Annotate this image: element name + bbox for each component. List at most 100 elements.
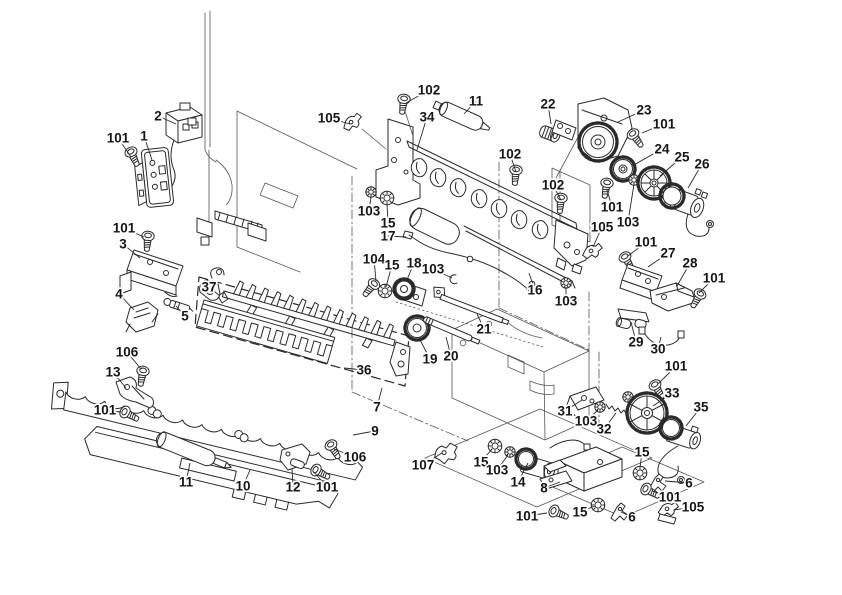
callout-number-37-35: 37	[201, 280, 216, 295]
callout-leader-101-58	[526, 512, 548, 517]
callout-number-101-21: 101	[703, 271, 726, 286]
callout-leader-7-40	[376, 387, 383, 408]
part-37-marker	[217, 291, 229, 304]
part-103-c-ring	[449, 274, 458, 285]
part-103-washer-14	[504, 446, 516, 458]
callout-leader-9-51	[352, 430, 376, 436]
callout-number-103-60: 103	[575, 414, 598, 429]
callout-leader-105-3	[328, 117, 351, 125]
callout-leader-103-24	[368, 196, 372, 212]
callout-number-106-52: 106	[344, 450, 367, 465]
callout-leader-11-6	[463, 100, 477, 115]
part-15-collar-sol-a	[632, 465, 648, 481]
callout-number-36-39: 36	[356, 363, 372, 378]
callout-number-103-32: 103	[555, 294, 578, 309]
callout-leader-101-22	[123, 227, 145, 238]
screw-101-j	[546, 502, 572, 524]
callout-number-106-44: 106	[116, 345, 139, 360]
callout-number-105-3: 105	[318, 111, 341, 126]
callout-number-101-22: 101	[113, 221, 136, 236]
callout-leader-106-44	[126, 351, 142, 370]
callout-leader-11-47	[185, 462, 191, 483]
zone-feed-clutch-group	[424, 408, 653, 508]
callout-number-2-2: 2	[154, 109, 162, 124]
callout-leader-18-29	[405, 262, 415, 283]
part-26-clutch-motor	[658, 182, 714, 237]
callout-leader-26-12	[687, 163, 703, 189]
callout-number-16-31: 16	[527, 283, 543, 298]
callout-number-27-19: 27	[660, 246, 675, 261]
callout-leader-101-66	[651, 490, 671, 498]
part-36-comb-plate	[196, 299, 336, 364]
callout-number-17-26: 17	[380, 229, 395, 244]
callout-leader-101-15	[606, 189, 613, 208]
callout-leader-101-0	[117, 137, 132, 158]
callout-leader-31-59	[564, 399, 583, 412]
callout-number-11-6: 11	[469, 94, 484, 109]
part-14-clutch-motor	[514, 439, 591, 479]
callout-leader-102-14	[552, 184, 562, 201]
callout-number-4-33: 4	[115, 287, 123, 302]
callout-leader-1-1	[143, 135, 153, 161]
screw-102-c	[552, 192, 569, 215]
callout-leader-23-8	[617, 109, 645, 123]
callout-number-15-54: 15	[473, 455, 489, 470]
callout-number-6-65: 6	[685, 476, 693, 491]
callout-leader-20-37	[445, 336, 452, 357]
callout-number-10-48: 10	[235, 479, 250, 494]
callout-leader-106-52	[333, 448, 356, 458]
part-29-roller-holder	[615, 308, 650, 330]
callout-leader-6-65	[664, 480, 690, 484]
part-28-bracket	[649, 282, 697, 312]
callout-number-23-8: 23	[636, 103, 652, 118]
callout-leader-10-48	[242, 469, 251, 487]
callout-leader-25-11	[659, 156, 683, 177]
callout-number-30-42: 30	[650, 342, 665, 357]
callout-number-31-59: 31	[557, 404, 573, 419]
callout-leader-102-13	[509, 153, 517, 173]
callout-number-102-14: 102	[542, 178, 565, 193]
callout-leader-24-10	[631, 148, 663, 167]
part-103-bushing-31	[594, 401, 606, 413]
callout-leader-104-27	[373, 258, 377, 282]
callout-leader-101-46	[104, 409, 122, 413]
callout-leader-22-7	[547, 103, 552, 125]
callout-leader-21-36	[476, 313, 485, 330]
part-3-bracket	[119, 249, 184, 297]
part-1-bracket	[134, 147, 175, 208]
callout-number-15-68: 15	[572, 505, 588, 520]
callout-leader-15-64	[639, 451, 643, 469]
part-23-bracket-gear	[551, 97, 633, 163]
callout-leader-8-57	[543, 481, 561, 489]
callout-leader-27-19	[647, 252, 669, 268]
callout-leader-101-43	[657, 365, 677, 385]
callout-number-7-40: 7	[373, 400, 381, 415]
callout-number-33-62: 33	[664, 386, 680, 401]
screw-101-b	[139, 230, 156, 253]
callout-number-9-51: 9	[371, 424, 379, 439]
callout-leader-29-41	[630, 321, 637, 343]
machine-body-outline	[196, 10, 358, 273]
callout-number-15-25: 15	[380, 216, 396, 231]
part-31-bracket	[565, 386, 605, 419]
part-35-clutch	[657, 415, 702, 484]
part-34-upper-guide-bar	[375, 118, 589, 275]
callout-number-101-0: 101	[107, 131, 130, 146]
part-105-clip-bottom	[657, 499, 680, 525]
callout-leader-15-68	[579, 505, 596, 513]
part-15-collar-sol-b	[590, 497, 606, 513]
part-16-roller-shaft	[409, 207, 576, 289]
callout-leader-102-4	[405, 89, 430, 104]
part-2-switch	[165, 102, 203, 187]
callout-leader-12-49	[291, 467, 294, 488]
callout-leader-15-54	[480, 448, 493, 463]
part-24-gear	[609, 155, 637, 183]
callout-leader-36-39	[343, 367, 365, 371]
part-11-roller-top	[432, 100, 491, 131]
callout-leader-28-20	[676, 262, 691, 287]
callout-leader-30-42	[657, 336, 662, 350]
callout-number-105-17: 105	[591, 220, 614, 235]
callout-number-29-41: 29	[628, 335, 643, 350]
callout-leader-103-60	[585, 409, 599, 422]
